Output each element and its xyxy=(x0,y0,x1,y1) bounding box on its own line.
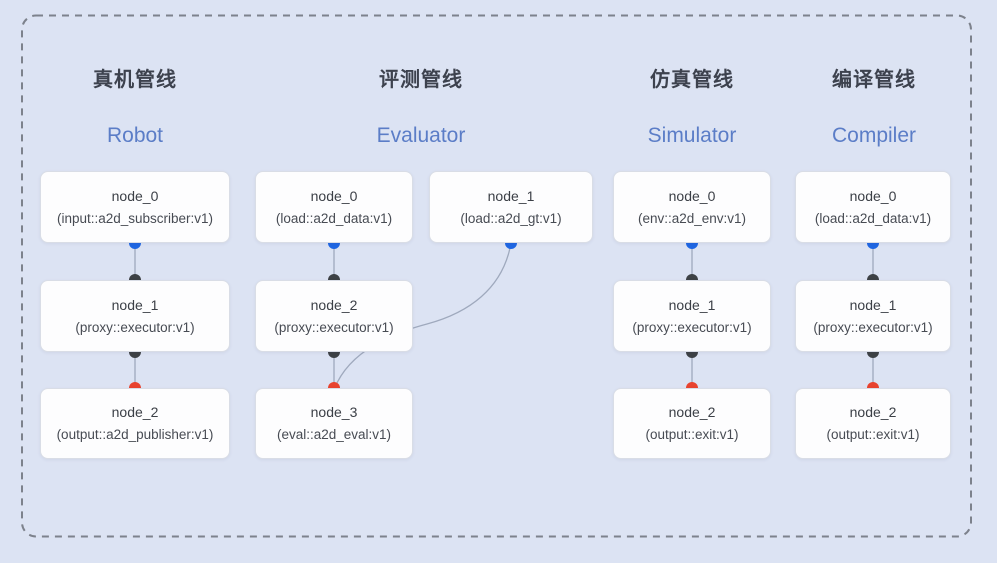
pipeline-title-cn-simulator: 仿真管线 xyxy=(650,69,734,91)
pipeline-title-cn-robot: 真机管线 xyxy=(93,69,177,91)
node-type: (proxy::executor:v1) xyxy=(75,319,195,335)
pipeline-title-cn-evaluator: 评测管线 xyxy=(379,69,463,91)
node-type: (proxy::executor:v1) xyxy=(632,319,752,335)
robot-node-0: node_0 (input::a2d_subscriber:v1) xyxy=(40,171,230,243)
node-type: (load::a2d_data:v1) xyxy=(814,210,932,226)
pipeline-title-en-robot: Robot xyxy=(106,124,164,147)
robot-node-2: node_2 (output::a2d_publisher:v1) xyxy=(40,388,230,459)
node-name: node_2 xyxy=(111,404,159,420)
evaluator-node-2: node_2 (proxy::executor:v1) xyxy=(255,280,413,352)
evaluator-node-0: node_0 (load::a2d_data:v1) xyxy=(255,171,413,243)
node-name: node_3 xyxy=(310,404,358,420)
node-type: (input::a2d_subscriber:v1) xyxy=(56,210,214,226)
compiler-node-1: node_1 (proxy::executor:v1) xyxy=(795,280,951,352)
simulator-node-2: node_2 (output::exit:v1) xyxy=(613,388,771,459)
node-name: node_0 xyxy=(310,187,358,204)
node-type: (load::a2d_gt:v1) xyxy=(460,210,562,226)
node-type: (eval::a2d_eval:v1) xyxy=(276,427,392,442)
node-type: (env::a2d_env:v1) xyxy=(637,210,747,226)
node-name: node_2 xyxy=(849,404,897,420)
pipeline-title-en-compiler: Compiler xyxy=(831,124,917,147)
node-type: (proxy::executor:v1) xyxy=(813,319,933,335)
node-name: node_1 xyxy=(487,187,535,204)
compiler-node-0: node_0 (load::a2d_data:v1) xyxy=(795,171,951,243)
node-type: (output::exit:v1) xyxy=(826,427,920,442)
node-name: node_2 xyxy=(310,296,358,313)
node-type: (output::a2d_publisher:v1) xyxy=(56,427,214,442)
simulator-node-0: node_0 (env::a2d_env:v1) xyxy=(613,171,771,243)
robot-node-1: node_1 (proxy::executor:v1) xyxy=(40,280,230,352)
compiler-node-2: node_2 (output::exit:v1) xyxy=(795,388,951,459)
node-name: node_1 xyxy=(111,296,159,313)
node-name: node_1 xyxy=(668,296,716,313)
node-name: node_2 xyxy=(668,404,716,420)
node-name: node_0 xyxy=(849,187,897,204)
node-type: (proxy::executor:v1) xyxy=(274,319,394,335)
pipeline-title-cn-compiler: 编译管线 xyxy=(832,69,916,91)
pipeline-title-en-simulator: Simulator xyxy=(647,124,737,147)
node-name: node_1 xyxy=(849,296,897,313)
node-type: (output::exit:v1) xyxy=(645,427,739,442)
node-type: (load::a2d_data:v1) xyxy=(275,210,393,226)
node-name: node_0 xyxy=(111,187,159,204)
evaluator-node-1: node_1 (load::a2d_gt:v1) xyxy=(429,171,593,243)
node-name: node_0 xyxy=(668,187,716,204)
evaluator-node-3: node_3 (eval::a2d_eval:v1) xyxy=(255,388,413,459)
pipeline-title-en-evaluator: Evaluator xyxy=(376,124,466,147)
simulator-node-1: node_1 (proxy::executor:v1) xyxy=(613,280,771,352)
